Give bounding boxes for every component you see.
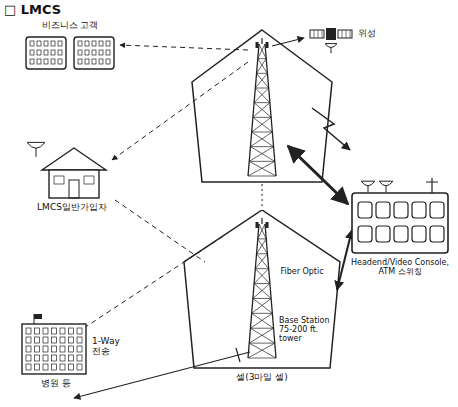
satellite-link [272,38,304,46]
business-customer: 비즈니스 고객 [18,20,122,72]
node-label: Base Station 75-200 ft. tower [279,316,331,344]
node-label: LMCS일반가입자 [22,202,122,212]
cell-pentagon [192,30,332,182]
wireless-link [120,45,248,50]
node-label: 셀(3마일 셀) [182,372,342,382]
satellite-icon [306,24,398,56]
satellite: 위성 [306,24,398,56]
diagram-title: □ LMCS [4,3,61,18]
wireless-link [112,62,248,160]
trunk-link [288,146,348,204]
subscriber-house: LMCS일반가입자 [22,138,122,218]
tower-symbol [248,38,276,176]
node-label: 비즈니스 고객 [18,20,122,30]
node-label: 병원 등 [14,378,98,388]
lightning-link [312,108,350,150]
edge-label: Fiber Optic [279,267,324,276]
hospital-building: 병원 등 [14,312,98,394]
node-label: Headend/Video Console, ATM 스위칭 [346,258,454,276]
dotted-link [262,184,263,208]
radius-tick [236,348,240,362]
node-label: 위성 [358,28,398,38]
fiber-connector [337,230,352,290]
annotation-label: 1-Way 전송 [92,336,126,357]
wireless-link [115,200,205,262]
headend-console: Headend/Video Console, ATM 스위칭 [346,178,454,284]
base-station-cell-icon [182,210,342,390]
base-station-cell: Base Station 75-200 ft. tower 셀(3마일 셀) [182,210,342,390]
radius-arrow [74,352,250,398]
